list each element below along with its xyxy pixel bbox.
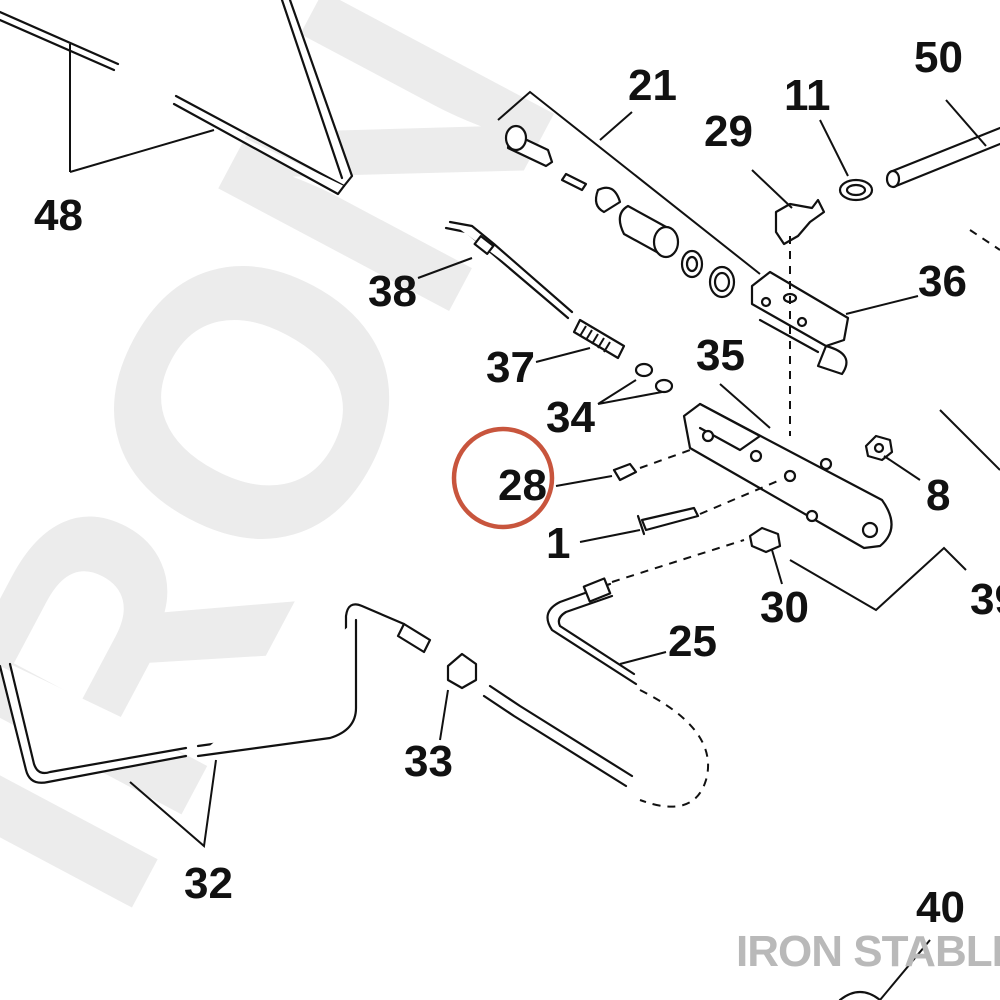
part-8-nut xyxy=(864,434,894,462)
brand-logo-text: IRON STABLE xyxy=(736,927,1000,976)
leader-lines xyxy=(69,44,1000,1000)
part-11-clamp xyxy=(838,178,874,202)
part-34-bushings xyxy=(634,362,674,394)
part-1-screw xyxy=(636,506,700,536)
part-30-bolt xyxy=(748,526,782,554)
callout-28: 28 xyxy=(498,461,547,510)
part-39-bracket xyxy=(682,402,893,550)
part-28-grease-fitting xyxy=(612,462,638,482)
callout-21: 21 xyxy=(628,61,677,110)
part-33-nut xyxy=(446,652,478,690)
part-50-rod xyxy=(885,126,1000,189)
callout-36: 36 xyxy=(918,257,967,306)
callout-labels: 48 21 29 11 50 38 36 37 35 34 28 8 1 30 … xyxy=(34,33,1000,932)
callout-11: 11 xyxy=(784,71,831,120)
part-29-elbow-fitting xyxy=(774,198,826,246)
callout-37: 37 xyxy=(486,343,535,392)
part-21-assembly xyxy=(504,124,736,299)
part-32-tube xyxy=(0,603,432,784)
callout-40: 40 xyxy=(916,883,965,932)
callout-50: 50 xyxy=(914,33,963,82)
highlight-circle-28 xyxy=(451,426,555,530)
callout-35: 35 xyxy=(696,331,745,380)
callout-8: 8 xyxy=(926,471,950,520)
part-38-rod xyxy=(444,220,574,320)
callout-34: 34 xyxy=(546,393,595,442)
callout-32: 32 xyxy=(184,859,233,908)
part-25-tube xyxy=(546,577,638,686)
part-36-block xyxy=(750,270,850,376)
callout-48: 48 xyxy=(34,191,83,240)
part-37-spring xyxy=(572,318,626,360)
callout-38: 38 xyxy=(368,267,417,316)
part-48-rod xyxy=(0,0,354,196)
callout-39: 39 xyxy=(970,575,1000,624)
part-40 xyxy=(838,990,882,1000)
callout-25: 25 xyxy=(668,617,717,666)
callout-1: 1 xyxy=(546,519,570,568)
center-lines xyxy=(611,229,1000,808)
callout-30: 30 xyxy=(760,583,809,632)
callout-33: 33 xyxy=(404,737,453,786)
tube-center xyxy=(482,684,634,788)
callout-29: 29 xyxy=(704,107,753,156)
